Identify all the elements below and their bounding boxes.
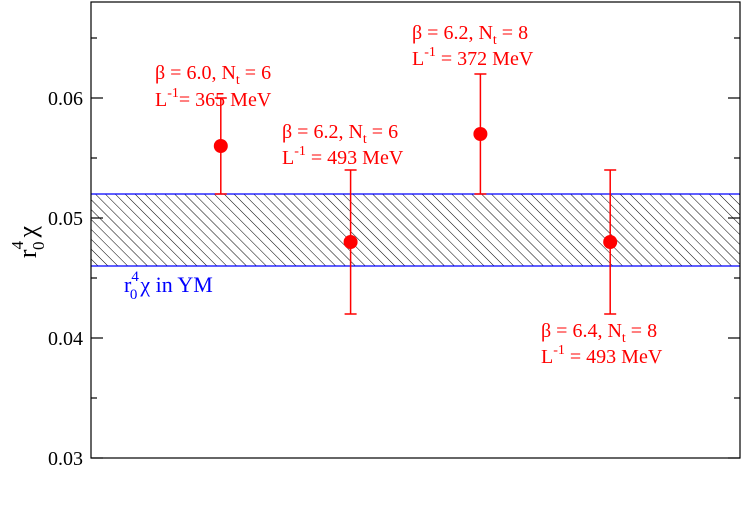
ym-label-sup: 4 bbox=[131, 269, 139, 285]
point-label-line2: L-1 = 493 MeV bbox=[541, 343, 663, 368]
label-sub: t bbox=[363, 132, 367, 147]
label-text: = 372 MeV bbox=[436, 48, 534, 70]
ym-band-area bbox=[91, 194, 740, 266]
data-point bbox=[213, 139, 228, 153]
label-sup: -1 bbox=[294, 144, 306, 159]
data-point-group: β = 6.4, Nt = 8L-1 = 493 MeV bbox=[541, 169, 663, 368]
point-label-line2: L-1= 365 MeV bbox=[155, 86, 272, 111]
data-point-group: β = 6.0, Nt = 6L-1= 365 MeV bbox=[155, 62, 272, 195]
ylabel-tail: χ bbox=[13, 225, 42, 238]
point-label-line1: β = 6.2, Nt = 8 bbox=[412, 22, 528, 48]
ym-label-tail: χ in YM bbox=[139, 272, 213, 297]
label-text: = 493 MeV bbox=[306, 147, 404, 169]
y-tick-label: 0.06 bbox=[48, 88, 83, 110]
label-sup: -1 bbox=[553, 343, 565, 358]
ylabel-sup: 4 bbox=[8, 240, 27, 249]
label-text: = 8 bbox=[497, 22, 528, 44]
data-point bbox=[473, 127, 488, 141]
label-sub: t bbox=[236, 73, 240, 88]
label-sub: t bbox=[622, 331, 626, 346]
label-text: L bbox=[412, 48, 424, 70]
label-text: β = 6.4, N bbox=[541, 320, 622, 342]
data-point-group: β = 6.2, Nt = 6L-1 = 493 MeV bbox=[282, 121, 404, 315]
label-text: L bbox=[541, 346, 553, 368]
label-text: β = 6.2, N bbox=[282, 121, 363, 143]
y-tick-label: 0.05 bbox=[48, 208, 83, 230]
label-text: = 8 bbox=[626, 320, 657, 342]
label-text: = 493 MeV bbox=[565, 346, 663, 368]
plot-frame bbox=[90, 1, 741, 459]
label-text: = 365 MeV bbox=[179, 89, 272, 111]
data-point-group: β = 6.2, Nt = 8L-1 = 372 MeV bbox=[412, 22, 534, 195]
label-sup: -1 bbox=[424, 45, 436, 60]
point-label-line1: β = 6.4, Nt = 8 bbox=[541, 320, 657, 346]
label-sub: t bbox=[493, 33, 497, 48]
point-label-line2: L-1 = 372 MeV bbox=[412, 45, 534, 70]
data-point bbox=[603, 235, 618, 249]
ym-band bbox=[91, 193, 740, 267]
ym-label-sub: 0 bbox=[130, 287, 138, 303]
ylabel-sub: 0 bbox=[29, 241, 48, 250]
label-text: β = 6.0, N bbox=[155, 62, 236, 84]
y-tick-label: 0.04 bbox=[48, 328, 83, 350]
ym-label-base: r bbox=[124, 272, 132, 297]
label-text: L bbox=[155, 89, 167, 111]
point-label-line2: L-1 = 493 MeV bbox=[282, 144, 404, 169]
data-point bbox=[343, 235, 358, 249]
y-tick-label: 0.03 bbox=[48, 448, 83, 470]
label-text: L bbox=[282, 147, 294, 169]
label-text: = 6 bbox=[240, 62, 271, 84]
point-label-line1: β = 6.0, Nt = 6 bbox=[155, 62, 271, 88]
point-label-line1: β = 6.2, Nt = 6 bbox=[282, 121, 398, 147]
label-sup: -1 bbox=[167, 86, 179, 101]
label-text: β = 6.2, N bbox=[412, 22, 493, 44]
label-text: = 6 bbox=[367, 121, 398, 143]
ylabel-base: r bbox=[13, 249, 42, 258]
y-axis-ticks: 0.03 0.04 0.05 0.06 bbox=[48, 37, 740, 470]
